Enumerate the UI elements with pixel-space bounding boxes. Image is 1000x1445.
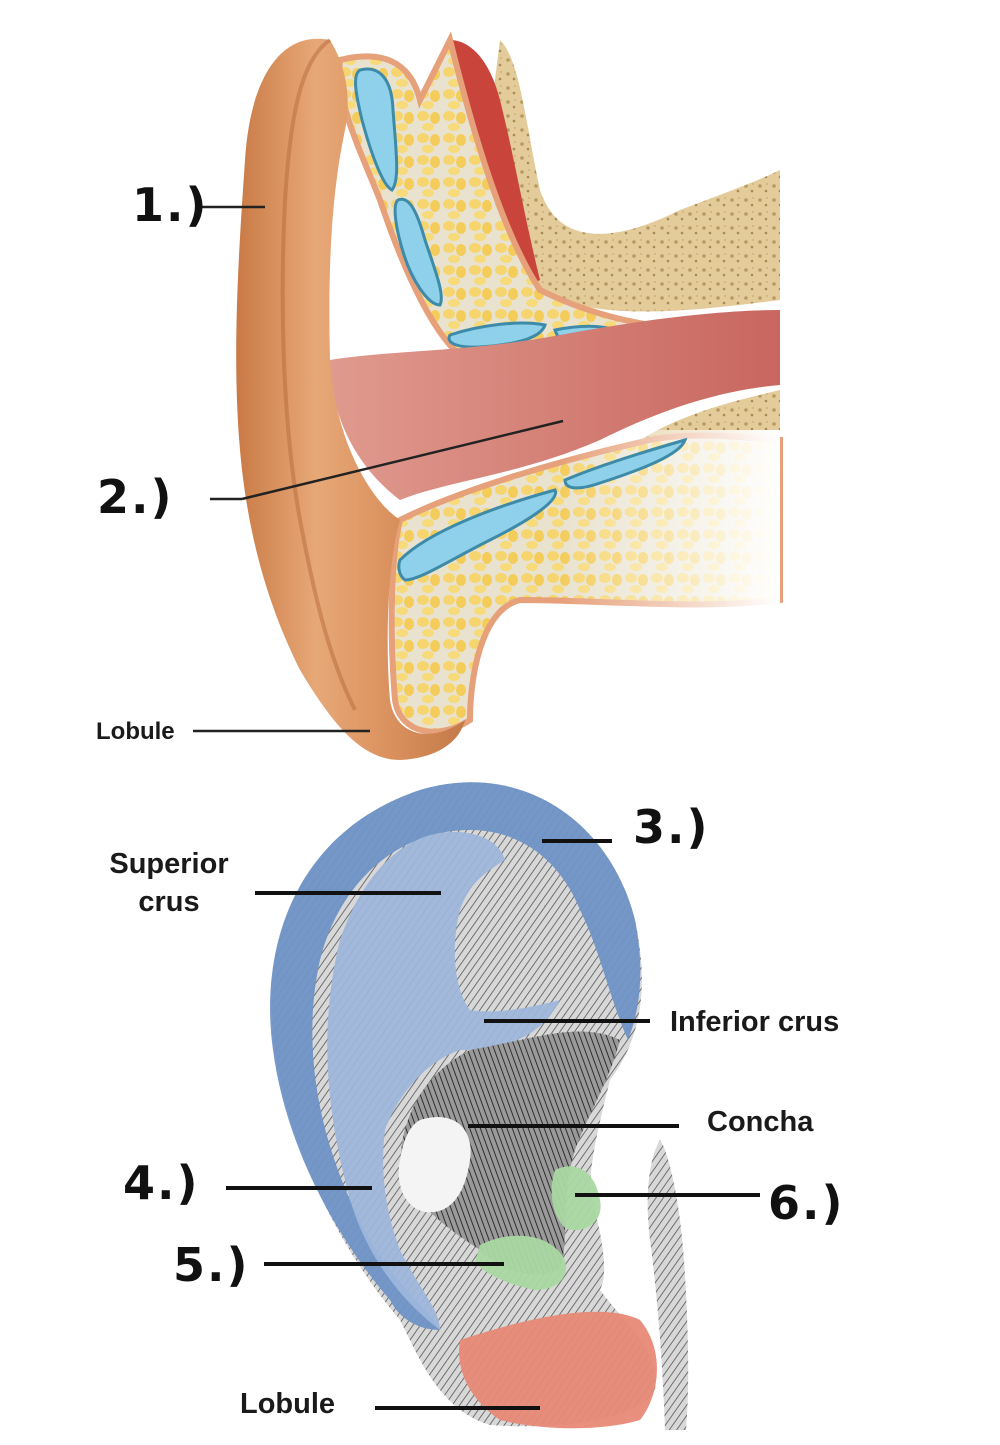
label-5: 5.) (173, 1238, 250, 1292)
label-1: 1.) (132, 178, 209, 232)
label-6: 6.) (768, 1176, 845, 1230)
antitragus-green (475, 1235, 566, 1290)
label-4: 4.) (123, 1156, 200, 1210)
label-lobule-bottom: Lobule (240, 1388, 336, 1420)
helix-rim (280, 38, 357, 711)
leader-line-2-diag (241, 419, 564, 501)
ear-canal (330, 310, 780, 500)
cartilage-plate-1 (354, 67, 399, 192)
fade-right (560, 430, 780, 630)
label-inferior-crus: Inferior crus (670, 1006, 840, 1038)
concha-highlight (398, 1116, 471, 1213)
cartilage-plate-3 (447, 321, 547, 349)
auricle (236, 38, 465, 761)
bottom-leader-lines (226, 839, 760, 1410)
cartilage-plate-2 (393, 197, 443, 307)
label-lobule-top: Lobule (96, 718, 175, 745)
top-leader-lines (193, 205, 564, 733)
label-3: 3.) (633, 800, 710, 854)
cartilage-plate-6 (563, 437, 688, 490)
antihelix-blue (327, 831, 560, 1330)
muscle-layer (448, 40, 540, 290)
temporal-bone (480, 40, 780, 312)
tragus-green (551, 1166, 601, 1231)
label-superior-crus-line1: Superior (109, 848, 229, 880)
temporal-edge (647, 1140, 689, 1430)
auricle-surface-anatomy (270, 782, 689, 1430)
label-concha: Concha (707, 1106, 814, 1138)
lobule-salmon (459, 1311, 657, 1429)
label-superior-crus-line2: crus (138, 886, 200, 918)
cartilage-plate-5 (397, 488, 557, 582)
label-2: 2.) (97, 470, 174, 524)
external-ear-cross-section (236, 31, 783, 761)
